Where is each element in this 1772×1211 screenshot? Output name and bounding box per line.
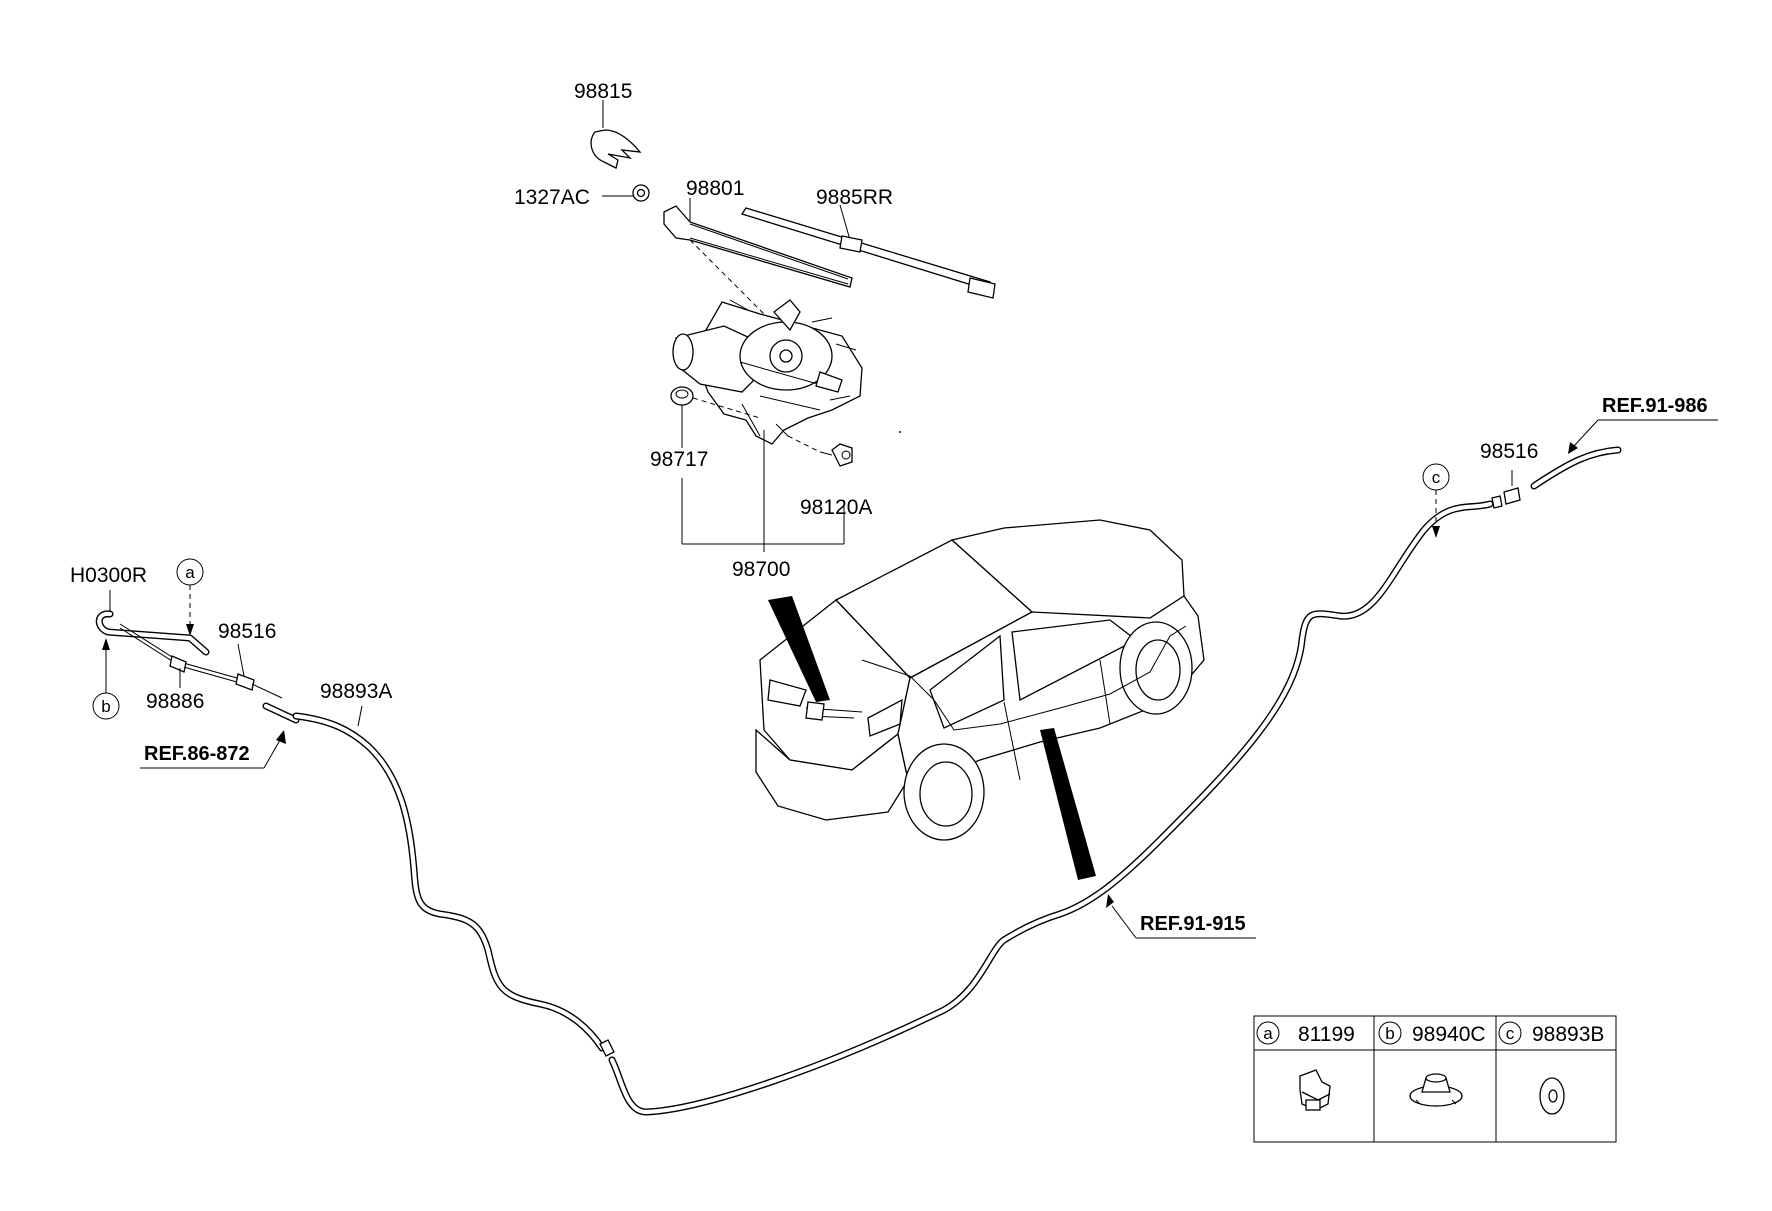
label-98815: 98815 [574,80,632,103]
ref-91-915: REF.91-915 [1106,894,1256,939]
wiper-motor-98700 [672,299,863,445]
label-98700: 98700 [732,558,790,581]
vehicle-illustration [755,519,1205,841]
hose-ref-91-986 [1530,446,1622,490]
label-98886: 98886 [146,690,204,713]
callout-a: a [176,558,204,636]
legend-cell-c: c 98893B [1498,1021,1604,1115]
callout-c: c [1422,463,1450,538]
svg-text:98893B: 98893B [1532,1023,1604,1046]
svg-text:98940C: 98940C [1412,1023,1486,1046]
ref-86-872: REF.86-872 [140,730,286,769]
svg-text:81199: 81199 [1298,1023,1355,1046]
label-98717: 98717 [650,448,708,471]
label-98801: 98801 [686,177,744,200]
ref-91-986: REF.91-986 [1568,395,1718,454]
label-9885RR: 9885RR [816,186,893,209]
hose-main-inner [609,501,1493,1115]
grommet-icon [1409,1073,1463,1107]
svg-text:a: a [185,563,195,582]
svg-text:c: c [1506,1024,1515,1043]
legend-cell-b: b 98940C [1378,1021,1486,1107]
wiper-arm-98801 [663,198,853,331]
svg-text:a: a [1263,1024,1273,1043]
connector-98516-right [1491,470,1521,509]
hose-98893A [292,712,606,1052]
svg-text:REF.86-872: REF.86-872 [144,743,250,765]
grommet-98717 [670,386,761,419]
clip-icon [1299,1069,1331,1111]
svg-text:c: c [1432,468,1441,487]
nut-1327AC [602,184,650,202]
wiper-blade-cover-98815 [590,100,642,169]
svg-text:REF.91-986: REF.91-986 [1602,395,1708,417]
legend-cell-a: a 81199 [1256,1021,1355,1111]
legend-table: a 81199 b 98940C c 98893B [1253,1015,1617,1143]
pointer-wedge-hose [1040,728,1096,880]
label-98516-right: 98516 [1480,440,1538,463]
label-98516-left: 98516 [218,620,276,643]
svg-text:b: b [1385,1024,1394,1043]
svg-text:REF.91-915: REF.91-915 [1140,913,1246,935]
label-H0300R: H0300R [70,564,147,587]
hose-end-cap [599,1039,615,1057]
callout-b: b [92,638,120,720]
label-98893A: 98893A [320,680,392,703]
bolt-98120A [787,435,853,467]
hose-98893A-inner [293,713,605,1051]
label-98120A: 98120A [800,496,872,519]
cap-icon [1539,1077,1565,1115]
hose-assembly-left [95,610,300,724]
pointer-wedge-motor [768,596,830,702]
leader-98717-98700 [681,405,845,552]
svg-text:b: b [101,697,110,716]
wiper-blade-9885RR [740,204,996,299]
label-1327AC: 1327AC [514,186,590,209]
